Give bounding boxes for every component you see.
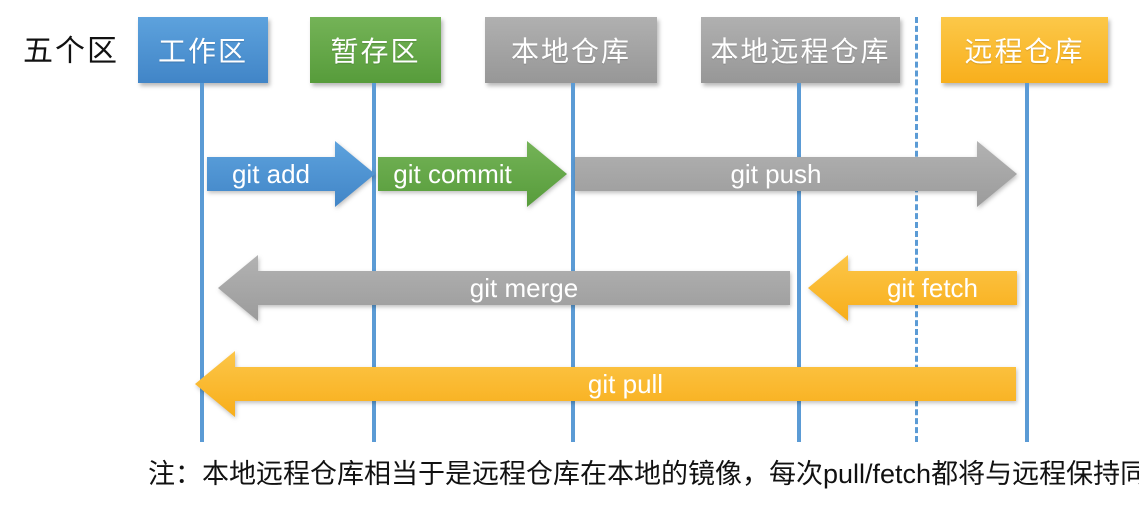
lifeline-local-repo: [571, 83, 575, 442]
arrow-git-push-shape: git push: [575, 141, 1017, 207]
lifeline-working: [200, 83, 204, 442]
arrow-git-add-label: git add: [231, 158, 311, 189]
local-remote-boundary-dashed-line: [915, 17, 918, 442]
arrow-git-commit: git commit: [378, 141, 567, 207]
zone-label-working: 工作区: [157, 36, 248, 67]
arrow-git-push-label: git push: [730, 158, 822, 189]
zone-label-local-remote-repo: 本地远程仓库: [710, 36, 891, 67]
zone-box-remote-repo: 远程仓库: [941, 17, 1108, 83]
arrow-git-commit-label: git commit: [393, 158, 512, 189]
lifeline-remote-repo: [1025, 83, 1029, 442]
lifeline-staging: [372, 83, 376, 442]
zone-box-local-repo: 本地仓库: [485, 17, 657, 83]
arrow-git-merge: git merge: [218, 255, 790, 321]
zone-label-local-repo: 本地仓库: [510, 36, 631, 67]
arrow-git-pull-label: git pull: [587, 368, 664, 399]
footnote: 注：本地远程仓库相当于是远程仓库在本地的镜像，每次pull/fetch都将与远程…: [148, 459, 1139, 489]
arrow-git-fetch-label: git fetch: [886, 272, 979, 303]
lifeline-local-remote-repo: [797, 83, 801, 442]
arrow-git-fetch-shape: git fetch: [808, 255, 1017, 321]
zone-box-local-remote-repo: 本地远程仓库: [701, 17, 900, 83]
arrow-git-fetch: git fetch: [808, 255, 1017, 321]
zone-label-staging: 暂存区: [330, 36, 421, 67]
arrow-git-pull-shape: git pull: [195, 351, 1016, 417]
arrow-git-add-shape: git add: [207, 141, 375, 207]
arrow-git-pull: git pull: [195, 351, 1016, 417]
arrow-git-push: git push: [575, 141, 1017, 207]
zone-box-working: 工作区: [138, 17, 268, 83]
diagram-title: 五个区: [23, 35, 119, 68]
arrow-git-merge-shape: git merge: [218, 255, 790, 321]
arrow-git-add: git add: [207, 141, 375, 207]
zone-box-staging: 暂存区: [310, 17, 441, 83]
arrow-git-merge-label: git merge: [469, 272, 579, 303]
zone-label-remote-repo: 远程仓库: [964, 36, 1085, 67]
arrow-git-commit-shape: git commit: [378, 141, 567, 207]
